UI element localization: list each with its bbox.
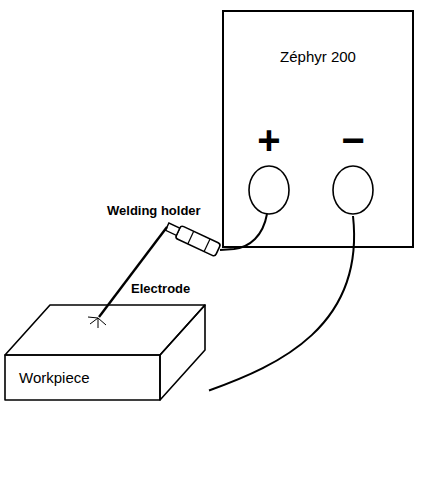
welding-holder xyxy=(164,220,221,256)
socket-outline xyxy=(249,166,289,214)
electrode-label: Electrode xyxy=(130,281,191,296)
output-terminal: + xyxy=(244,120,294,216)
part-name: Workpiece xyxy=(7,355,158,400)
electrode-rod xyxy=(99,227,167,317)
polarity-sign: + xyxy=(244,120,294,160)
polarity-sign: − xyxy=(328,120,378,160)
output-terminal: − xyxy=(328,120,378,216)
holder-cable xyxy=(220,214,267,250)
workpiece-face xyxy=(5,305,205,355)
workpiece-face xyxy=(5,355,160,400)
workpiece-outline xyxy=(3,300,209,404)
ground-cable xyxy=(209,216,354,390)
holder-label: Welding holder xyxy=(106,203,202,218)
welder-housing: Zéphyr 200 +− xyxy=(222,10,414,248)
socket-outline xyxy=(333,166,373,214)
workpiece-block: Workpiece xyxy=(3,300,209,404)
workpiece-face xyxy=(160,305,205,400)
model-name: Zéphyr 200 xyxy=(232,48,404,65)
arc-spark xyxy=(88,317,106,328)
